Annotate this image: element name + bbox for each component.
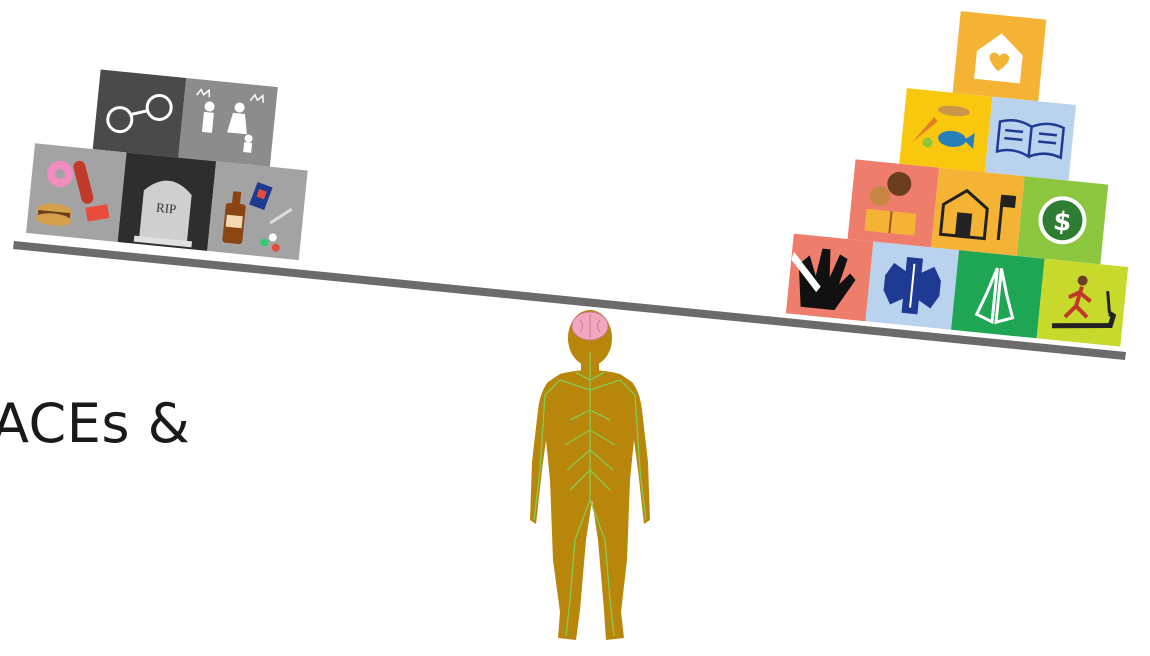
prayer-icon xyxy=(974,267,1015,325)
parent-reading-tile xyxy=(847,159,940,248)
money-icon: $ xyxy=(1038,196,1087,245)
nerves xyxy=(533,352,647,637)
domestic-violence-icon xyxy=(196,88,264,153)
exercise-icon xyxy=(1051,275,1117,329)
svg-text:$: $ xyxy=(1052,206,1073,238)
book-tile xyxy=(984,96,1077,181)
substances-tile xyxy=(207,161,308,261)
food-icon xyxy=(911,105,975,150)
prayer-tile xyxy=(951,250,1045,339)
negative-experiences-stack: RIP xyxy=(26,69,308,261)
medical-tile xyxy=(865,241,960,330)
exercise-tile xyxy=(1036,258,1129,347)
parent-reading-icon xyxy=(864,171,917,236)
home-heart-icon xyxy=(974,33,1023,84)
domestic-violence-tile xyxy=(178,78,278,167)
money-tile: $ xyxy=(1016,176,1109,265)
junk-food-icon xyxy=(35,160,110,226)
balance-beam xyxy=(13,241,1126,360)
helping-hand-icon xyxy=(791,248,856,311)
medical-icon xyxy=(883,257,942,315)
tombstone-rip-text: RIP xyxy=(155,200,177,217)
slide-title-fragment: ACEs & xyxy=(0,392,191,455)
food-tile xyxy=(899,88,993,173)
human-nervous-system-figure xyxy=(530,310,650,640)
school-tile xyxy=(931,167,1025,256)
helping-hand-tile xyxy=(785,233,874,322)
junk-food-tile xyxy=(26,143,127,242)
positive-experiences-stack: $ xyxy=(785,11,1129,347)
tombstone-icon: RIP xyxy=(133,180,193,248)
tombstone-tile: RIP xyxy=(117,152,217,251)
substances-icon xyxy=(222,181,293,252)
handcuffs-tile xyxy=(92,69,187,158)
book-icon xyxy=(995,119,1065,160)
school-icon xyxy=(938,188,1017,241)
handcuffs-icon xyxy=(106,93,173,134)
home-tile xyxy=(952,11,1047,102)
